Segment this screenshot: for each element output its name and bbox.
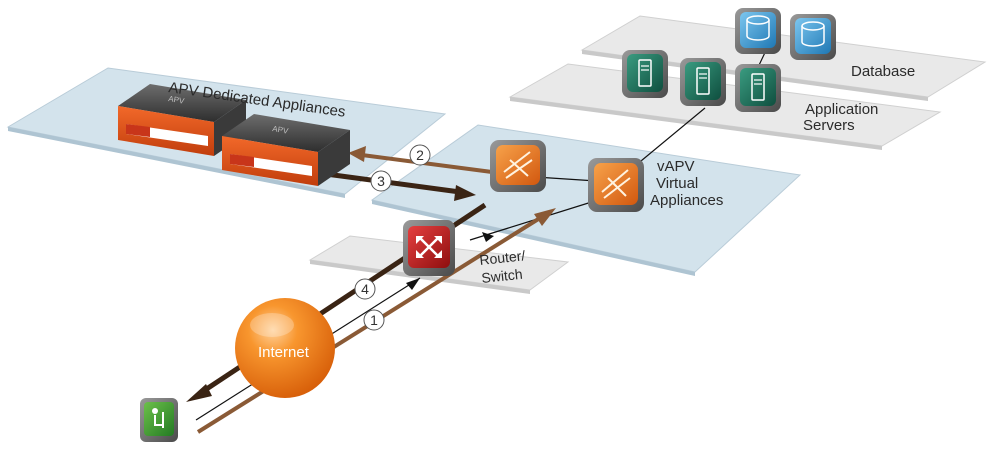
- database-label: Database: [851, 63, 915, 80]
- user-computer-icon: [140, 398, 178, 442]
- router-thin-arrowhead: [406, 278, 420, 290]
- step-marker-2: 2: [409, 144, 431, 166]
- apv-appliance: APV: [222, 114, 350, 186]
- app-servers-platform-edge: [510, 97, 882, 150]
- step-marker-1: 1: [363, 309, 385, 331]
- svg-text:2: 2: [416, 147, 424, 163]
- vapv-label-3: Appliances: [650, 192, 723, 209]
- svg-text:APV: APV: [168, 94, 186, 106]
- flow-arrowhead-2: [348, 146, 366, 162]
- flow-arrow-2: [361, 153, 493, 174]
- step-marker-3: 3: [370, 170, 392, 192]
- router-platform-edge: [310, 260, 530, 294]
- vapv-platform-edge: [372, 200, 695, 276]
- database-icon: [790, 14, 836, 60]
- vapv-appliance-icon: [490, 140, 546, 192]
- flow-arrowhead-4: [186, 384, 212, 402]
- server-icon: [680, 58, 726, 106]
- app-servers-label-2: Servers: [803, 117, 855, 134]
- database-icon: [735, 8, 781, 54]
- svg-text:APV: APV: [272, 124, 290, 136]
- router-label-2: Switch: [481, 266, 524, 286]
- router-label-1: Router/: [479, 247, 526, 268]
- apv-dedicated-platform-edge: [8, 127, 345, 198]
- router-switch-icon: [403, 220, 455, 276]
- flow-arrowhead-1: [534, 208, 556, 226]
- internet-globe-icon: [235, 298, 335, 398]
- server-icon: [622, 50, 668, 98]
- svg-text:3: 3: [377, 173, 385, 189]
- vapv-label-2: Virtual: [656, 175, 698, 192]
- app-servers-label-1: Application: [805, 101, 878, 118]
- step-marker-4: 4: [354, 278, 376, 300]
- flow-arrowhead-3: [454, 185, 476, 201]
- vapv-appliance-icon: [588, 158, 644, 212]
- svg-text:4: 4: [361, 281, 369, 297]
- vapv-label-1: vAPV: [657, 158, 695, 175]
- internet-label: Internet: [258, 344, 310, 361]
- svg-text:1: 1: [370, 312, 378, 328]
- flow-arrow-3: [325, 171, 461, 195]
- return-thin-arrowhead: [482, 232, 494, 242]
- server-icon: [735, 64, 781, 112]
